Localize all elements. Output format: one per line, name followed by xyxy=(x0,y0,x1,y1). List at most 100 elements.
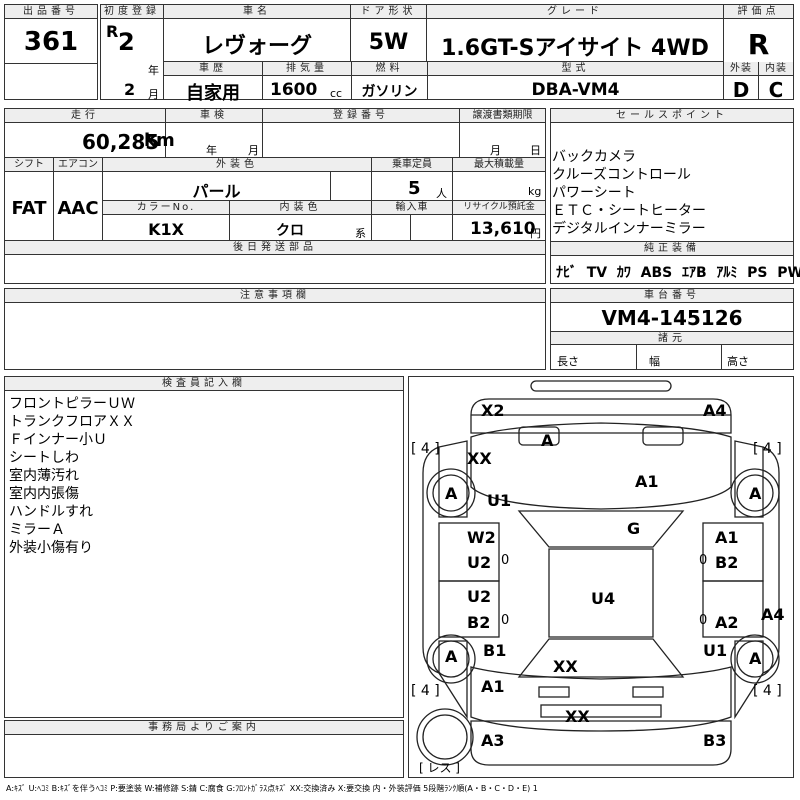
spec-label: 諸元 xyxy=(551,331,793,345)
inspector-label: 検査員記入欄 xyxy=(5,377,403,391)
damage-mark: A4 xyxy=(761,605,785,624)
note-line: ミラーＡ xyxy=(9,522,65,538)
damage-mark: A xyxy=(445,647,458,666)
header-table xyxy=(100,4,794,100)
grade-label: グレード xyxy=(427,5,723,19)
damage-mark: 0 xyxy=(699,613,708,628)
office-panel: 事務局よりご案内 xyxy=(4,720,404,778)
equip-leather: ｶﾜ xyxy=(616,265,631,281)
interior-label: 内装 xyxy=(759,62,793,76)
chassis-label: 車台番号 xyxy=(551,289,793,303)
maxload-label: 最大積載量 xyxy=(453,158,545,172)
caution-label: 注意事項欄 xyxy=(5,289,545,303)
exterior-label: 外装 xyxy=(724,62,758,76)
era-mark: R xyxy=(106,22,119,41)
height-label: 高さ xyxy=(727,355,749,368)
damage-mark: U2 xyxy=(467,553,492,572)
sales-points-label: セールスポイント xyxy=(551,109,793,123)
capacity: 5 xyxy=(408,178,421,199)
sales-point-item: バックカメラ xyxy=(552,149,636,165)
sales-point-item: デジタルインナーミラー xyxy=(552,221,706,237)
transfer-month-unit: 月 xyxy=(490,144,501,157)
damage-mark: W2 xyxy=(467,528,496,547)
sales-point-item: ＥＴＣ・シートヒーター xyxy=(552,203,706,219)
transfer-day-unit: 日 xyxy=(530,144,541,157)
regno-label: 登録番号 xyxy=(263,109,459,123)
note-line: 室内内張傷 xyxy=(9,486,79,502)
damage-mark: B2 xyxy=(467,613,491,632)
door-type: 5W xyxy=(368,30,409,55)
spare-tire-label: [ レス ] xyxy=(419,761,460,775)
equip-airbag: ｴｱB xyxy=(681,265,707,281)
door-label: ドア形状 xyxy=(351,5,426,19)
office-label: 事務局よりご案内 xyxy=(5,721,403,735)
note-line: ハンドルすれ xyxy=(9,504,93,520)
damage-mark: 0 xyxy=(501,553,510,568)
recycle-label: リサイクル預託金 xyxy=(453,201,545,215)
reg-year: 2 xyxy=(118,28,135,56)
history: 自家用 xyxy=(186,83,240,104)
car-outline xyxy=(416,380,780,766)
color-code: K1X xyxy=(148,220,184,239)
model-label: 型式 xyxy=(428,62,723,76)
score-label: 評価点 xyxy=(724,5,793,19)
damage-mark: A1 xyxy=(715,528,739,547)
fuel-label: 燃料 xyxy=(352,62,427,76)
equipment-list: ﾅﾋﾞ TV ｶﾜ ABS ｴｱB ｱﾙﾐ PS PW xyxy=(556,262,800,282)
damage-mark: G xyxy=(627,519,641,538)
damage-mark: 0 xyxy=(699,553,708,568)
damage-mark: U4 xyxy=(591,589,616,608)
colorno-label: カラーNo. xyxy=(103,201,229,215)
width-label: 幅 xyxy=(649,355,660,368)
damage-mark: 0 xyxy=(501,613,510,628)
vehicle-info-table xyxy=(4,108,546,284)
note-line: Ｆインナー小Ｕ xyxy=(9,432,107,448)
note-line: フロントピラーＵＷ xyxy=(9,396,135,412)
inspector-notes: フロントピラーＵＷ トランクフロアＸＸ Ｆインナー小Ｕ シートしわ 室内薄汚れ … xyxy=(9,395,135,557)
later-parts-label: 後日発送部品 xyxy=(5,241,545,255)
damage-mark: A1 xyxy=(635,472,659,491)
month-unit: 月 xyxy=(148,88,159,101)
note-line: トランクフロアＸＸ xyxy=(9,414,135,430)
sales-points-list: バックカメラ クルーズコントロール パワーシート ＥＴＣ・シートヒーター デジタ… xyxy=(552,148,706,238)
damage-mark: X2 xyxy=(481,401,505,420)
sales-point-item: パワーシート xyxy=(552,185,636,201)
displacement-label: 排気量 xyxy=(263,62,351,76)
damage-mark: A4 xyxy=(703,401,727,420)
caution-panel: 注意事項欄 xyxy=(4,288,546,370)
damage-mark: XX xyxy=(467,449,492,468)
damage-mark: A xyxy=(445,484,458,503)
int-color: クロ xyxy=(276,223,304,239)
chassis-panel: 車台番号 VM4-145126 諸元 長さ 幅 高さ xyxy=(550,288,794,370)
ac-label: エアコン xyxy=(54,158,102,172)
tire-tread-fr: [ 4 ] xyxy=(753,441,782,457)
damage-mark: XX xyxy=(553,657,578,676)
mileage-unit: km xyxy=(144,130,175,151)
fuel: ガソリン xyxy=(361,84,418,100)
year-unit: 年 xyxy=(148,64,159,77)
damage-mark: A xyxy=(541,431,554,450)
inspection-year-unit: 年 xyxy=(206,144,217,157)
capacity-label: 乗車定員 xyxy=(372,158,452,172)
lot-cell: 出品番号 361 xyxy=(4,4,98,100)
tire-tread-rr: [ 4 ] xyxy=(753,683,782,699)
length-label: 長さ xyxy=(557,355,579,368)
damage-mark: B3 xyxy=(703,731,727,750)
ext-color: パール xyxy=(192,182,241,201)
history-label: 車歴 xyxy=(164,62,262,76)
equip-ps: PS xyxy=(747,265,768,281)
tire-tread-rl: [ 4 ] xyxy=(411,683,440,699)
score: R xyxy=(747,28,770,61)
reg-month: 2 xyxy=(124,80,136,99)
equip-pw: PW xyxy=(777,265,800,281)
model-code: DBA-VM4 xyxy=(531,80,620,100)
int-color-unit: 系 xyxy=(355,227,366,240)
sales-point-item: クルーズコントロール xyxy=(552,167,691,183)
damage-mark: A2 xyxy=(715,613,739,632)
damage-mark: XX xyxy=(565,707,590,726)
recycle-fee: 13,610 xyxy=(470,219,536,239)
note-line: 外装小傷有り xyxy=(9,540,93,556)
lot-number: 361 xyxy=(23,27,79,57)
damage-mark: A xyxy=(749,484,762,503)
lot-label: 出品番号 xyxy=(5,5,97,19)
